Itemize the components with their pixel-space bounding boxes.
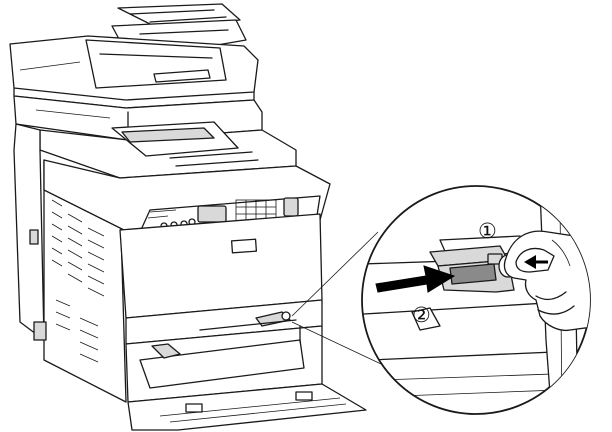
model-badge xyxy=(230,238,258,254)
tray-tab[interactable] xyxy=(295,391,313,401)
front-cover xyxy=(119,213,323,345)
lcd-display xyxy=(197,205,227,223)
output-tray xyxy=(39,121,297,179)
printer-icon xyxy=(9,3,367,431)
leader-lines xyxy=(291,231,399,373)
paper-tray-icon[interactable] xyxy=(125,311,367,431)
callout-1: ① xyxy=(478,219,497,243)
tray-tab[interactable] xyxy=(185,403,203,413)
push-arrow-icon xyxy=(375,265,456,293)
guide-knob[interactable] xyxy=(281,311,291,321)
scanner-lid xyxy=(9,35,259,109)
start-button[interactable] xyxy=(283,197,299,217)
paper-guide-left[interactable] xyxy=(151,343,181,359)
callout-2: ② xyxy=(412,303,431,327)
hand-icon xyxy=(503,230,590,332)
magnified-view xyxy=(361,185,591,415)
pinch-arrow-icon xyxy=(524,255,548,269)
